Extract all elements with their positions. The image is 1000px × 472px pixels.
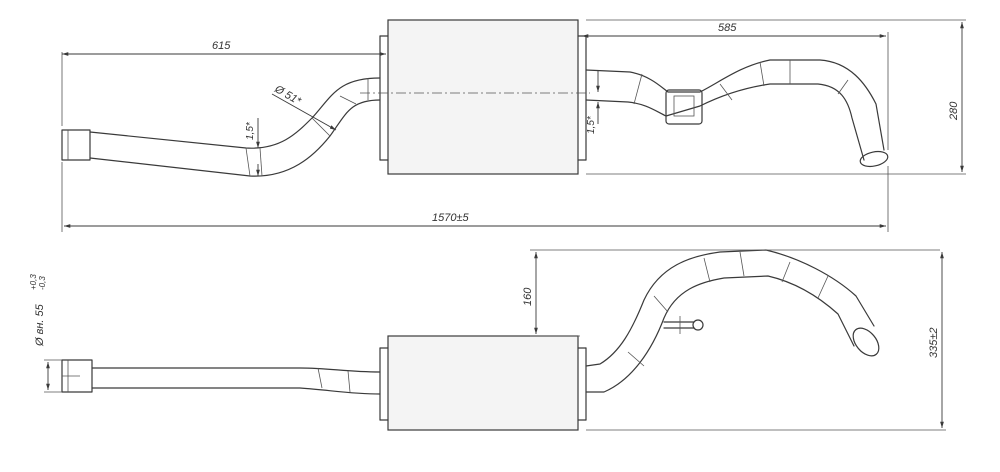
top-outlet-pipe [585, 59, 889, 168]
dim-160: 160 [522, 249, 940, 337]
dim-inner-diameter-label: Ø вн. 55 [34, 303, 46, 347]
dim-1570-label: 1570±5 [432, 212, 470, 224]
dim-thickness-left-label: 1,5* [245, 121, 256, 140]
dim-thickness-right: 1,5* [586, 70, 600, 134]
bottom-view: 160 335±2 Ø вн. 55 +0,3 -0,3 [29, 249, 946, 431]
top-view: 615 585 280 1570±5 Ø 51* [61, 19, 966, 232]
dim-335-label: 335±2 [928, 327, 940, 358]
dim-160-label: 160 [522, 287, 534, 306]
dim-diameter-51-label: Ø 51* [272, 83, 304, 108]
dim-thickness-left: 1,5* [245, 118, 260, 176]
dim-thickness-right-label: 1,5* [586, 115, 597, 134]
dim-1570: 1570±5 [61, 162, 889, 232]
dim-585: 585 [582, 22, 889, 150]
dim-280-label: 280 [948, 101, 960, 121]
dim-585-label: 585 [718, 22, 737, 34]
dim-diameter-51: Ø 51* [272, 83, 337, 131]
dim-335: 335±2 [586, 252, 946, 431]
dim-inner-diameter-tol-upper: +0,3 [29, 274, 38, 290]
dim-inner-diameter-tol-lower: -0,3 [38, 276, 47, 290]
bottom-outlet-pipe [585, 249, 880, 393]
bottom-muffler-body [387, 335, 579, 431]
top-muffler-body [387, 19, 579, 175]
dim-280: 280 [586, 19, 966, 175]
top-inlet-pipe [61, 77, 381, 177]
bottom-inlet-pipe [61, 359, 381, 395]
dim-inner-diameter: Ø вн. 55 +0,3 -0,3 [29, 274, 80, 393]
dim-615: 615 [61, 40, 386, 126]
dim-615-label: 615 [212, 40, 231, 52]
